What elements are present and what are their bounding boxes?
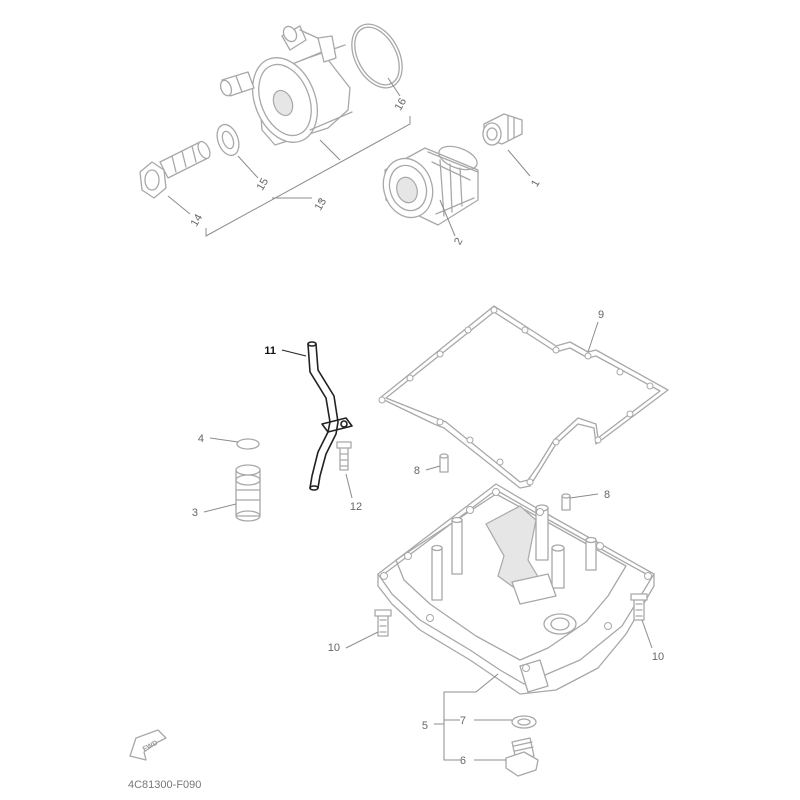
part-7-drain-washer[interactable] (511, 715, 537, 729)
leader-5-bracket (434, 673, 499, 761)
part-2-oil-filter[interactable] (376, 142, 480, 226)
part-3-strainer-fitting[interactable] (235, 464, 261, 522)
part-13-oil-cooler[interactable] (219, 24, 353, 152)
callout-7[interactable]: 7 (460, 715, 466, 727)
leader-10a (345, 631, 379, 649)
callout-1[interactable]: 1 (529, 178, 542, 189)
leader-11 (281, 349, 307, 357)
leader-10b (641, 619, 653, 649)
part-11-oil-pipe[interactable] (307, 341, 353, 491)
leader-14 (167, 195, 191, 215)
part-15-washer[interactable] (213, 122, 243, 159)
leader-12 (345, 473, 353, 499)
callout-13[interactable]: 13 (313, 196, 330, 213)
leader-9 (587, 321, 599, 353)
leader-3 (203, 503, 237, 513)
part-8-dowel-pin-b[interactable] (561, 493, 571, 511)
leader-4 (209, 437, 239, 443)
callout-8a[interactable]: 8 (414, 465, 420, 477)
callout-12[interactable]: 12 (350, 501, 362, 513)
part-5-oil-pan[interactable] (377, 483, 655, 695)
leader-8a (425, 465, 441, 471)
part-6-drain-bolt[interactable] (505, 737, 539, 777)
part-16-o-ring[interactable] (342, 16, 413, 97)
callout-3[interactable]: 3 (192, 507, 198, 519)
part-10-bolt-left[interactable] (374, 609, 392, 637)
callout-9[interactable]: 9 (598, 309, 604, 321)
callout-6[interactable]: 6 (460, 755, 466, 767)
leader-16 (387, 77, 401, 97)
callout-11[interactable]: 11 (264, 345, 276, 357)
leader-2 (439, 199, 456, 237)
callout-14[interactable]: 14 (189, 212, 206, 229)
callout-4[interactable]: 4 (198, 433, 204, 445)
part-8-dowel-pin-a[interactable] (439, 453, 449, 473)
callout-15[interactable]: 15 (255, 176, 272, 193)
part-9-oil-pan-gasket[interactable] (378, 305, 669, 489)
fwd-arrow-icon: FWD (129, 729, 167, 761)
leader-1 (507, 149, 531, 177)
callout-2[interactable]: 2 (452, 236, 465, 247)
part-14-union-bolt[interactable] (139, 140, 212, 199)
callout-5[interactable]: 5 (422, 720, 428, 732)
leader-15 (237, 155, 259, 179)
diagram-code: 4C81300-F090 (128, 779, 201, 791)
callout-10b[interactable]: 10 (652, 651, 664, 663)
callout-10a[interactable]: 10 (328, 642, 340, 654)
part-12-bolt[interactable] (336, 441, 352, 471)
part-10-bolt-right[interactable] (630, 593, 648, 621)
leader-8b (569, 493, 599, 499)
callout-8b[interactable]: 8 (604, 489, 610, 501)
callout-16[interactable]: 16 (393, 96, 410, 113)
part-1-fitting[interactable] (482, 113, 523, 146)
leader-13-bracket (205, 116, 411, 237)
part-4-o-ring[interactable] (236, 438, 260, 450)
